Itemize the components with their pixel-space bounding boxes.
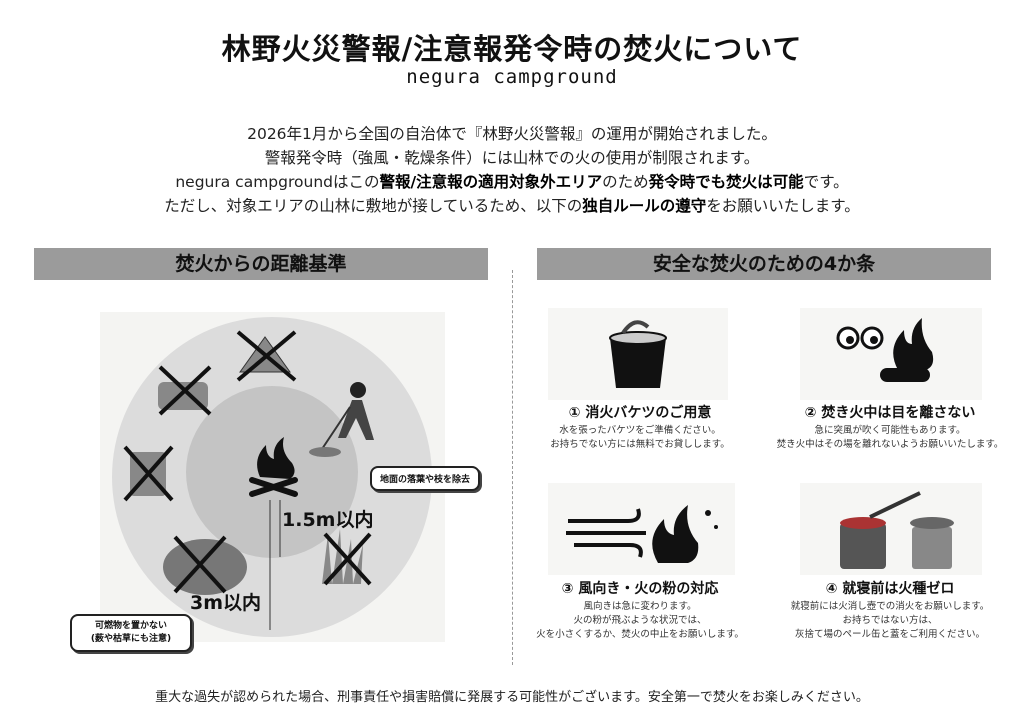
- wind-and-sparks-icon: [566, 505, 718, 563]
- inner-radius-label: 1.5m以内: [282, 509, 374, 531]
- rule-2-description: 急に突風が吹く可能性もあります。焚き火中はその場を離れないようお願いいたします。: [755, 424, 1024, 452]
- watch-fire-card: [800, 308, 982, 400]
- rules-section-heading: 安全な焚火のための4か条: [537, 248, 991, 280]
- rule-4-title: ④ 就寝前は火種ゼロ: [825, 581, 955, 597]
- text: のため: [602, 173, 649, 191]
- dry-grass-crossed-icon: [322, 529, 372, 586]
- rule-4-description: 就寝前には火消し壺での消火をお願いします。お持ちではない方は、灰捨て場のペール缶…: [760, 600, 1020, 642]
- text: ただし、対象エリアの山林に敷地が接しているため、以下の: [164, 197, 583, 215]
- inner-zone-callout: 地面の落葉や枝を除去: [370, 466, 480, 491]
- bush-crossed-icon: [163, 535, 247, 595]
- intro-line-2: 警報発令時（強風・乾燥条件）には山林での火の使用が制限されます。: [264, 149, 760, 167]
- desc-line: 灰捨て場のペール缶と蓋をご利用ください。: [794, 629, 985, 640]
- rule-2-title: ② 焚き火中は目を離さない: [804, 405, 976, 421]
- extinguish-card: [800, 483, 982, 575]
- callout-line: (薮や枯草にも注意): [90, 634, 172, 644]
- outer-zone-callout: 可燃物を置かない (薮や枯草にも注意): [70, 614, 192, 652]
- outer-radius-label: 3m以内: [190, 592, 262, 614]
- tent-crossed-icon: [236, 330, 297, 382]
- water-bucket-icon: [609, 320, 667, 388]
- rule-3-description: 風向きは急に変わります。火の粉が飛ぶような状況では、火を小さくするか、焚火の中止…: [510, 600, 770, 642]
- emphasis: 発令時でも焚火は可能: [648, 173, 804, 191]
- desc-line: お持ちでない方には無料でお貸しします。: [550, 439, 730, 450]
- desc-line: 水を張ったバケツをご準備ください。: [559, 425, 721, 436]
- callout-line: 可燃物を置かない: [94, 621, 167, 631]
- brand-logo: negura campground: [406, 66, 618, 88]
- bucket-card: [548, 308, 728, 400]
- desc-line: 急に突風が吹く可能性もあります。: [814, 425, 966, 436]
- intro-line-3: negura campgroundはこの警報/注意報の適用対象外エリアのため発令…: [0, 170, 1024, 192]
- text: です。: [803, 173, 849, 191]
- desc-line: 就寝前には火消し壺での消火をお願いします。: [790, 601, 990, 612]
- emphasis: 独自ルールの遵守: [582, 197, 707, 215]
- rule-1-title: ① 消火バケツのご用意: [568, 405, 712, 421]
- emphasis: 警報/注意報の適用対象外エリア: [379, 173, 603, 191]
- rule-1-description: 水を張ったバケツをご準備ください。お持ちでない方には無料でお貸しします。: [520, 424, 760, 452]
- fire-pot-and-pail-icon: [840, 491, 954, 569]
- desc-line: 火の粉が飛ぶような状況では、: [573, 615, 707, 626]
- rule-3-title: ③ 風向き・火の粉の対応: [561, 581, 719, 597]
- text: negura campgroundはこの: [175, 173, 380, 191]
- eyes-and-fire-icon: [836, 318, 934, 382]
- intro-line-4: ただし、対象エリアの山林に敷地が接しているため、以下の独自ルールの遵守をお願いい…: [0, 194, 1024, 216]
- campfire-icon: [249, 437, 298, 497]
- desc-line: 風向きは急に変わります。: [583, 601, 697, 612]
- fuel-can-crossed-icon: [123, 445, 174, 502]
- distance-section-heading: 焚火からの距離基準: [34, 248, 488, 280]
- section-divider: [512, 270, 513, 665]
- wind-card: [548, 483, 735, 575]
- desc-line: お持ちではない方は、: [842, 615, 938, 626]
- raking-person-icon: [309, 382, 374, 457]
- firewood-crossed-icon: [158, 365, 212, 416]
- desc-line: 焚き火中はその場を離れないようお願いいたします。: [776, 439, 1004, 450]
- footer-note: 重大な過失が認められた場合、刑事責任や損害賠償に発展する可能性がございます。安全…: [155, 690, 869, 705]
- distance-diagram: [100, 312, 445, 642]
- intro-line-1: 2026年1月から全国の自治体で『林野火災警報』の運用が開始されました。: [247, 125, 777, 143]
- text: をお願いいたします。: [706, 197, 860, 215]
- page-title: 林野火災警報/注意報発令時の焚火について: [221, 32, 803, 66]
- desc-line: 火を小さくするか、焚火の中止をお願いします。: [536, 629, 744, 640]
